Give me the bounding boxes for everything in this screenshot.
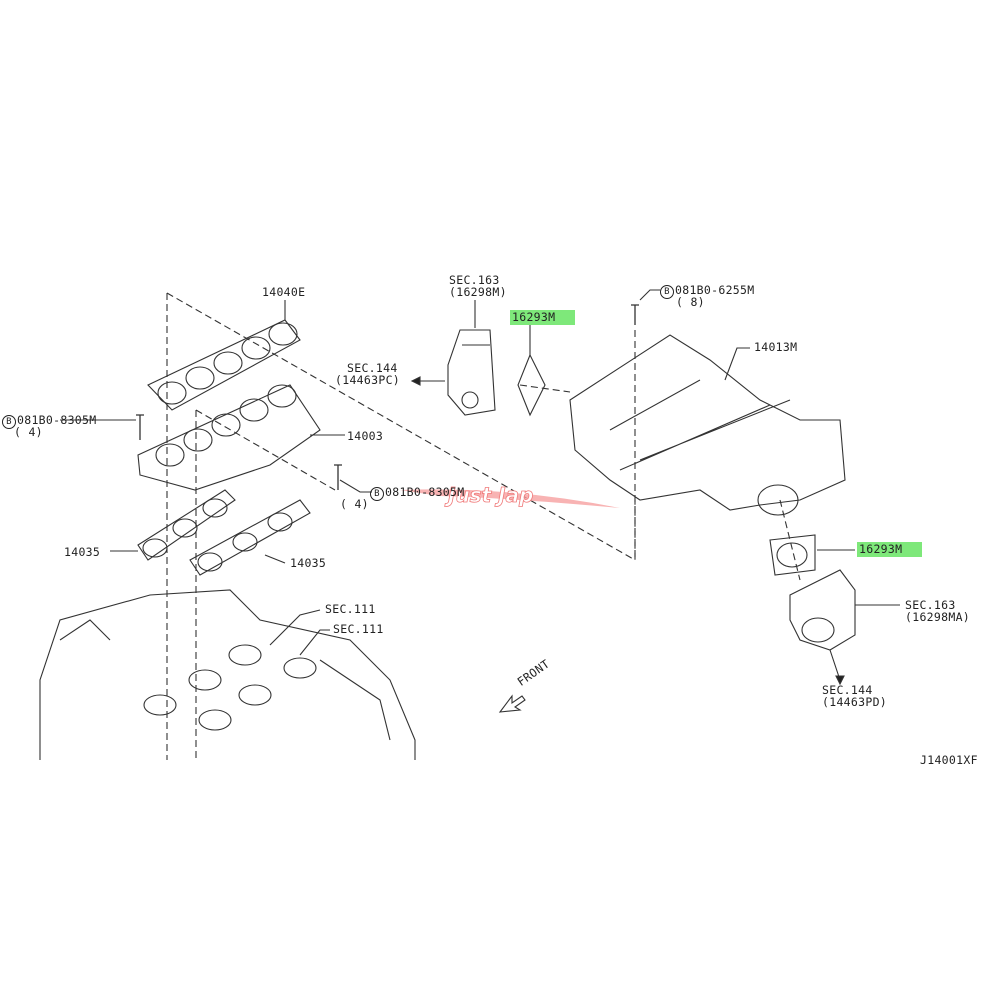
bolts xyxy=(136,304,639,490)
bolt-right-part: 081B0-6255M xyxy=(675,283,755,297)
intake-manifold-14013m xyxy=(569,334,846,516)
label-14003: 14003 xyxy=(347,429,384,443)
gasket-14040e xyxy=(147,319,301,411)
figure-code: J14001XF xyxy=(920,753,978,767)
bolt-symbol-icon: B xyxy=(370,487,384,501)
leader-lines xyxy=(60,289,900,686)
collector-14003 xyxy=(137,384,321,491)
label-14013m: 14013M xyxy=(754,340,798,354)
label-14040e: 14040E xyxy=(262,285,306,299)
label-sec163-right: SEC.163 xyxy=(905,598,956,612)
label-sec111-a: SEC.111 xyxy=(325,602,376,616)
alignment-lines xyxy=(166,292,801,760)
bolt-left-qty: ( 4) xyxy=(14,425,43,439)
bolt-symbol-icon: B xyxy=(2,415,16,429)
label-gasket-bottom-highlighted[interactable]: 16293M xyxy=(857,542,923,557)
throttle-body-bottom xyxy=(789,569,856,681)
bolt-left-part: 081B0-8305M xyxy=(17,413,97,427)
gasket-bottom xyxy=(769,534,816,576)
gaskets-14035 xyxy=(137,489,311,576)
label-sec163-top-ref: (16298M) xyxy=(449,285,507,299)
throttle-body-top xyxy=(447,329,496,416)
front-arrow-icon xyxy=(498,694,526,713)
bolt-mid-qty: ( 4) xyxy=(340,497,369,511)
label-14035-b: 14035 xyxy=(290,556,327,570)
bolt-mid-part: 081B0-8305M xyxy=(385,485,465,499)
label-sec144-left: SEC.144 xyxy=(347,361,398,375)
label-sec163-top: SEC.163 xyxy=(449,273,500,287)
label-gasket-top-highlighted[interactable]: 16293M xyxy=(510,310,576,325)
bolt-symbol-icon: B xyxy=(660,285,674,299)
label-sec163-right-ref: (16298MA) xyxy=(905,610,971,624)
svg-text:Just Jap: Just Jap xyxy=(444,483,533,507)
label-sec144-bottom: SEC.144 xyxy=(822,683,873,697)
label-sec111-b: SEC.111 xyxy=(333,622,384,636)
label-sec144-bottom-ref: (14463PD) xyxy=(822,695,888,709)
gasket-top xyxy=(517,353,546,417)
just-jap-watermark-logo: Just Jap xyxy=(400,483,620,508)
bolt-right-qty: ( 8) xyxy=(676,295,705,309)
label-14035-a: 14035 xyxy=(64,545,101,559)
engine-block xyxy=(39,589,416,760)
label-sec144-left-ref: (14463PC) xyxy=(335,373,401,387)
